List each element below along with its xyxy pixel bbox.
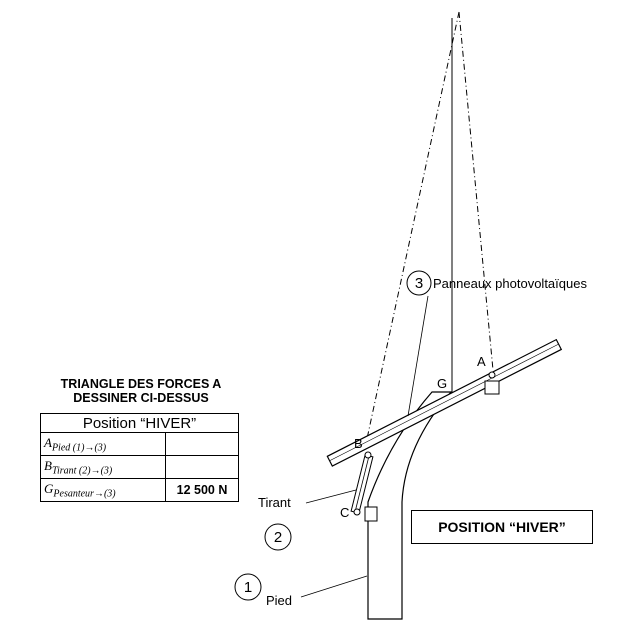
position-hiver-box: POSITION “HIVER” <box>411 510 593 544</box>
pin-c <box>353 508 361 516</box>
force-name: GPesanteur→(3) <box>40 478 166 502</box>
point-label-b: B <box>354 436 363 451</box>
table-row: GPesanteur→(3) 12 500 N <box>40 478 239 502</box>
force-value[interactable] <box>165 455 239 479</box>
bracket-c <box>364 506 378 522</box>
forces-title-line-2: DESSINER CI-DESSUS <box>73 391 209 405</box>
force-name: APied (1)→(3) <box>40 432 166 456</box>
point-label-g: G <box>437 376 447 391</box>
part-label-3: Panneaux photovoltaïques <box>433 276 587 291</box>
pied-post <box>367 391 453 620</box>
leader-tirant <box>305 489 357 504</box>
part-number-2: 2 <box>274 529 282 546</box>
force-symbol: A <box>44 434 52 450</box>
force-symbol: B <box>44 457 52 473</box>
force-subscript: Tirant (2)→(3) <box>51 465 113 477</box>
table-row: BTirant (2)→(3) <box>40 455 239 479</box>
part-circle-3 <box>406 270 432 296</box>
force-symbol: G <box>44 480 54 496</box>
part-number-1: 1 <box>244 579 252 596</box>
pin-a <box>488 371 496 379</box>
part-number-3: 3 <box>415 275 423 292</box>
force-value[interactable]: 12 500 N <box>165 478 239 502</box>
forces-table-header: Position “HIVER” <box>40 413 239 433</box>
part-label-1: Pied <box>266 593 292 608</box>
leader-pied <box>300 575 368 598</box>
force-name: BTirant (2)→(3) <box>40 455 166 479</box>
part-label-2: Tirant <box>258 495 291 510</box>
part-circle-2 <box>264 523 292 551</box>
force-subscript: Pied (1)→(3) <box>51 442 107 454</box>
forces-title-line-1: TRIANGLE DES FORCES A <box>60 377 222 391</box>
table-row: APied (1)→(3) <box>40 432 239 456</box>
bracket-a <box>484 380 500 395</box>
solar-panel-bar <box>326 338 563 467</box>
part-circle-1 <box>234 573 262 601</box>
point-label-c: C <box>340 505 349 520</box>
forces-table: Position “HIVER” APied (1)→(3) BTirant (… <box>40 413 239 502</box>
construction-line-a <box>458 11 494 371</box>
force-value[interactable] <box>165 432 239 456</box>
leader-panel <box>407 295 429 417</box>
pin-b <box>364 451 372 459</box>
forces-table-title: TRIANGLE DES FORCES A DESSINER CI-DESSUS <box>26 377 256 405</box>
point-label-a: A <box>477 354 486 369</box>
construction-line-b <box>364 11 460 449</box>
force-subscript: Pesanteur→(3) <box>53 488 116 500</box>
